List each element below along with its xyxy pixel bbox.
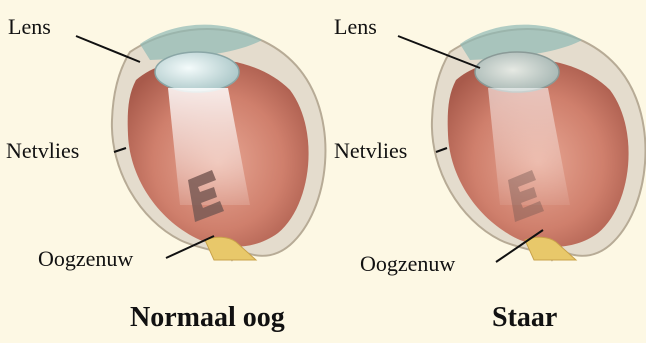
label-retina: Netvlies [6, 140, 79, 162]
lens-shape [155, 52, 239, 92]
lens-shape [475, 52, 559, 92]
caption-cataract: Staar [492, 304, 557, 332]
leader-lens-left [76, 36, 140, 62]
label-lens: Lens [334, 16, 377, 38]
eye-normal [112, 25, 326, 260]
label-optic-nerve: Oogzenuw [360, 253, 455, 275]
label-optic-nerve: Oogzenuw [38, 248, 133, 270]
label-retina: Netvlies [334, 140, 407, 162]
eye-cataract [432, 25, 646, 260]
label-lens: Lens [8, 16, 51, 38]
caption-normal-eye: Normaal oog [130, 304, 285, 332]
